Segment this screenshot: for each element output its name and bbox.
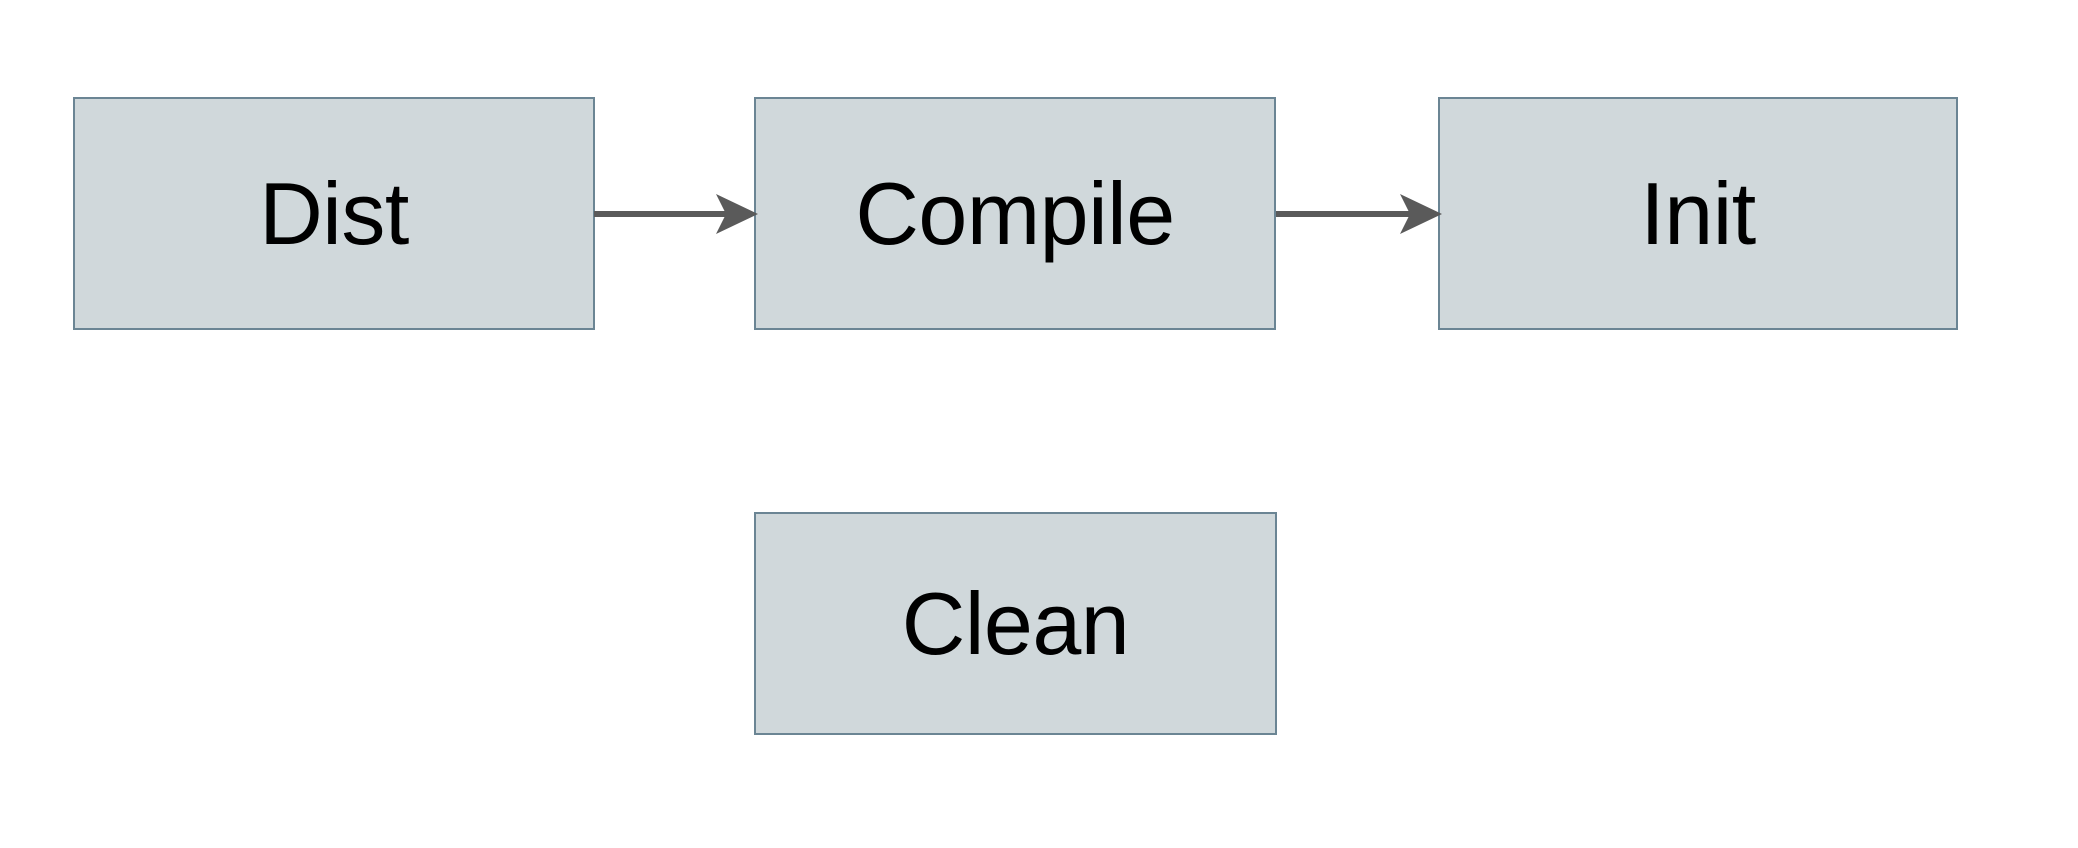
node-dist[interactable]: Dist: [73, 97, 595, 330]
node-compile[interactable]: Compile: [754, 97, 1276, 330]
node-clean[interactable]: Clean: [754, 512, 1277, 735]
edge-dist-to-compile: [594, 194, 758, 234]
node-dist-label: Dist: [259, 163, 409, 263]
node-init[interactable]: Init: [1438, 97, 1958, 330]
arrowhead-icon: [1400, 194, 1442, 234]
node-clean-label: Clean: [901, 573, 1130, 673]
edge-compile-to-init: [1276, 194, 1442, 234]
node-init-label: Init: [1640, 163, 1756, 263]
node-compile-label: Compile: [855, 163, 1175, 263]
arrowhead-icon: [716, 194, 758, 234]
